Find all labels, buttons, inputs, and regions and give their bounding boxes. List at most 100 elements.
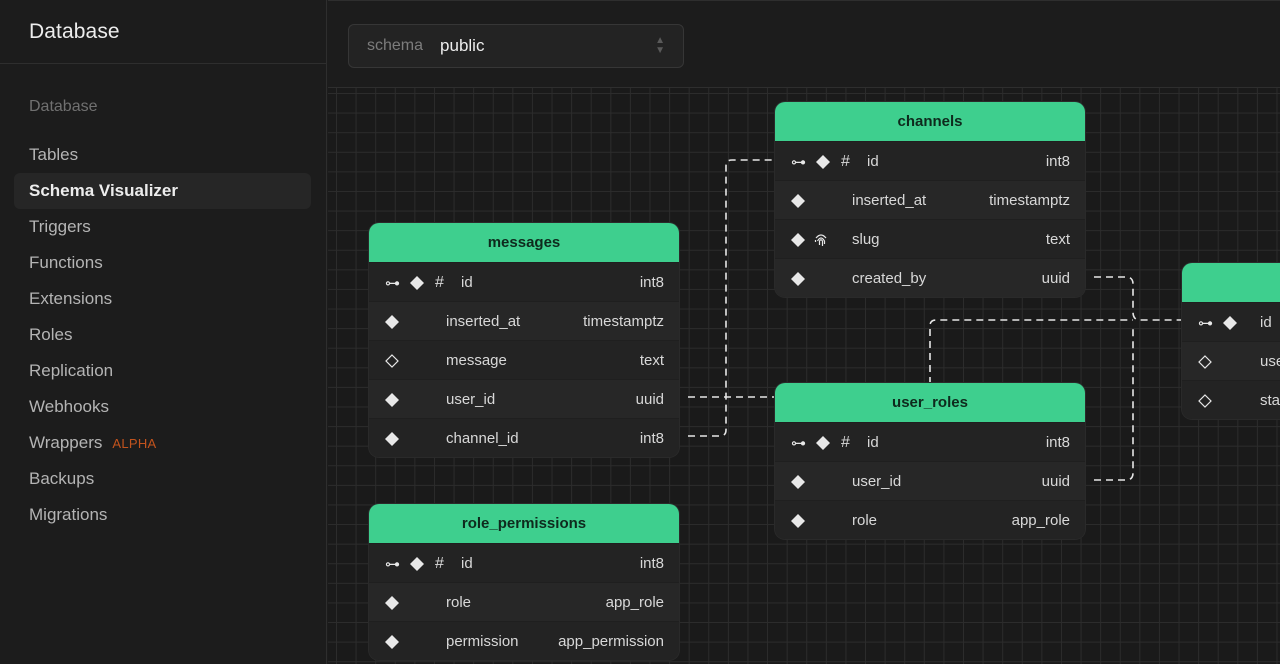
diamond-filled-icon (789, 231, 806, 248)
table-row[interactable]: ⊶ # id int8 (369, 262, 679, 301)
column-name: inserted_at (446, 312, 521, 330)
table-row[interactable]: created_by uuid (775, 258, 1085, 297)
table-card-users-partial[interactable]: ⊶ id use sta (1182, 263, 1280, 419)
column-name: id (867, 152, 879, 170)
sidebar-item-schema-visualizer[interactable]: Schema Visualizer (14, 173, 311, 209)
column-name: permission (446, 632, 519, 650)
diamond-filled-icon (383, 594, 400, 611)
fingerprint-icon (812, 231, 829, 248)
edge-channels-created-by (1094, 276, 1194, 321)
table-row[interactable]: sta (1182, 380, 1280, 419)
table-row[interactable]: user_id uuid (775, 461, 1085, 500)
column-type: app_role (1011, 511, 1070, 529)
schema-label: schema (367, 37, 424, 54)
schema-canvas[interactable]: channels ⊶ # id int8 inserted_at timestam… (328, 88, 1280, 664)
table-row[interactable]: permission app_permission (369, 621, 679, 660)
sidebar-item-wrappers[interactable]: Wrappers ALPHA (0, 425, 310, 461)
sidebar-header: Database (0, 0, 326, 64)
key-icon: ⊶ (791, 434, 806, 452)
chevron-up-down-icon: ▲▼ (655, 35, 665, 56)
column-type: app_role (605, 593, 664, 611)
table-row[interactable]: inserted_at timestamptz (369, 301, 679, 340)
table-card-messages[interactable]: messages ⊶# id int8 inserted_at timestam… (369, 223, 679, 457)
sidebar-item-extensions[interactable]: Extensions (29, 289, 113, 308)
hash-icon: # (841, 152, 850, 170)
key-icon: ⊶ (1198, 314, 1213, 332)
column-name: id (1260, 313, 1272, 331)
column-type: app_permission (558, 632, 664, 650)
sidebar-item-replication[interactable]: Replication (29, 361, 114, 380)
diamond-outline-icon (383, 352, 400, 369)
diamond-filled-icon (789, 270, 806, 287)
hash-icon: # (435, 273, 444, 291)
table-row[interactable]: role app_role (775, 500, 1085, 539)
diamond-outline-icon (1196, 392, 1213, 409)
column-name: id (867, 433, 879, 451)
column-type: int8 (639, 429, 664, 447)
diamond-filled-icon (383, 430, 400, 447)
table-row[interactable]: channel_id int8 (369, 418, 679, 457)
key-icon: ⊶ (791, 153, 806, 171)
table-row[interactable]: ⊶ id (1182, 302, 1280, 341)
table-row[interactable]: slug text (775, 219, 1085, 258)
table-title: user_roles (775, 383, 1085, 422)
sidebar-item-functions[interactable]: Functions (29, 253, 103, 272)
diamond-filled-icon (408, 274, 425, 291)
edge-user-roles-user-id (1094, 328, 1134, 481)
column-type: timestamptz (583, 312, 664, 330)
column-name: message (446, 351, 507, 369)
sidebar-item-roles[interactable]: Roles (29, 325, 73, 344)
schema-select[interactable]: schema public ▲▼ (348, 24, 684, 68)
diamond-filled-icon (789, 512, 806, 529)
diamond-filled-icon (383, 313, 400, 330)
column-name: inserted_at (852, 191, 927, 209)
edge-messages-channel-id (688, 159, 774, 437)
table-row[interactable]: ⊶# id int8 (775, 141, 1085, 180)
column-type: uuid (1041, 269, 1070, 287)
table-row[interactable]: user_id uuid (369, 379, 679, 418)
sidebar-item-migrations[interactable]: Migrations (29, 505, 108, 524)
edge-user-roles-link (929, 319, 1133, 384)
table-row[interactable]: ⊶ # id int8 (775, 422, 1085, 461)
column-name: slug (852, 230, 880, 248)
schema-value: public (440, 36, 485, 55)
table-card-role-permissions[interactable]: role_permissions ⊶# id int8 role app_rol… (369, 504, 679, 660)
column-name: id (461, 273, 473, 291)
toolbar: schema public ▲▼ (328, 0, 1280, 88)
sidebar-item-label: Wrappers (29, 433, 103, 452)
sidebar: Database Database Tables Schema Visualiz… (0, 0, 327, 664)
diamond-filled-icon (814, 153, 831, 170)
table-row[interactable]: use (1182, 341, 1280, 380)
column-type: text (639, 351, 664, 369)
sidebar-item-backups[interactable]: Backups (29, 469, 95, 488)
table-title (1182, 263, 1280, 302)
diamond-outline-icon (1196, 353, 1213, 370)
diamond-filled-icon (789, 192, 806, 209)
table-row[interactable]: ⊶# id int8 (369, 543, 679, 582)
column-type: uuid (635, 390, 664, 408)
table-card-user-roles[interactable]: user_roles ⊶ # id int8 user_id uuid role … (775, 383, 1085, 539)
hash-icon: # (841, 433, 850, 451)
column-type: int8 (639, 273, 664, 291)
column-type: uuid (1041, 472, 1070, 490)
column-type: int8 (1045, 433, 1070, 451)
column-name: user_id (852, 472, 902, 490)
table-row[interactable]: inserted_at timestamptz (775, 180, 1085, 219)
key-icon: ⊶ (385, 274, 400, 292)
table-row[interactable]: message text (369, 340, 679, 379)
table-row[interactable]: role app_role (369, 582, 679, 621)
table-card-channels[interactable]: channels ⊶# id int8 inserted_at timestam… (775, 102, 1085, 297)
column-name: sta (1260, 391, 1280, 409)
relation-edges (688, 159, 1194, 481)
column-name: use (1260, 352, 1280, 370)
column-type: int8 (639, 554, 664, 572)
hash-icon: # (435, 554, 444, 572)
column-name: role (446, 593, 472, 611)
sidebar-item-triggers[interactable]: Triggers (29, 217, 91, 236)
sidebar-item-tables[interactable]: Tables (29, 145, 79, 164)
sidebar-item-webhooks[interactable]: Webhooks (29, 397, 110, 416)
table-title: channels (775, 102, 1085, 141)
diamond-filled-icon (814, 434, 831, 451)
column-name: role (852, 511, 878, 529)
sidebar-title: Database (29, 19, 120, 43)
